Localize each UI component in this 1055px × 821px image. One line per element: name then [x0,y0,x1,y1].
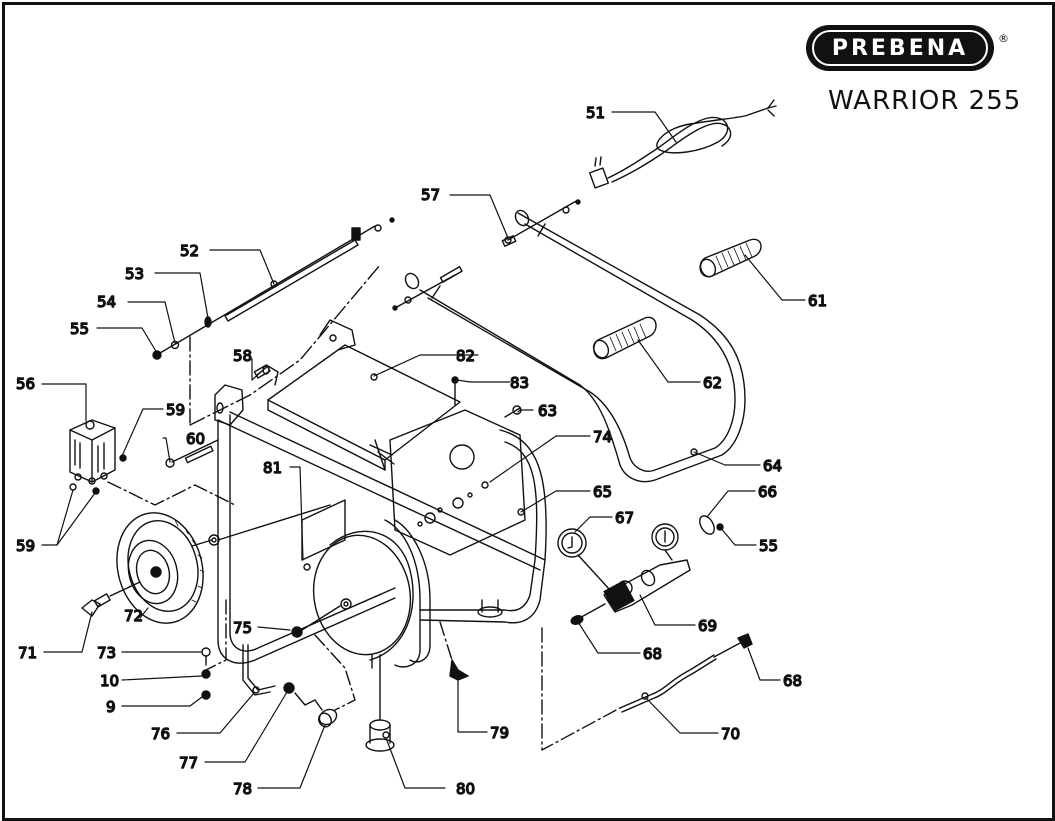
part-label-72: 72 [124,607,143,625]
part-label-71: 71 [18,644,37,662]
model-title: WARRIOR 255 [828,86,1022,116]
part-label-76: 76 [151,725,170,743]
part-label-52: 52 [180,242,199,260]
pressure-switch-drawing [70,420,235,505]
part-label-60: 60 [186,430,205,448]
part-label-78: 78 [233,780,252,798]
compressor-body-drawing [215,320,546,668]
logo-pill: PREBENA [806,25,994,71]
regulator-drawing [542,513,752,750]
brand-name: PREBENA [831,35,969,61]
registered-mark: ® [998,32,1009,45]
drain-parts-drawing [243,606,468,751]
part-label-75: 75 [233,619,252,637]
wheel-drawing [82,503,219,633]
part-label-54: 54 [97,293,116,311]
part-label-59-top: 59 [166,401,185,419]
part-label-61: 61 [808,292,827,310]
grips-drawing [591,239,761,360]
part-label-80: 80 [456,780,475,798]
part-label-64: 64 [763,457,782,475]
part-label-58: 58 [233,347,252,365]
part-label-56: 56 [16,375,35,393]
part-label-65: 65 [593,483,612,501]
part-label-9: 9 [106,698,116,716]
fasteners-drawing [202,600,226,699]
part-label-59-bottom: 59 [16,537,35,555]
part-label-63: 63 [538,402,557,420]
rod-assembly-drawing [153,218,394,425]
part-label-74: 74 [593,428,612,446]
handle-frame-drawing [393,200,745,482]
part-label-67: 67 [615,509,634,527]
part-label-77: 77 [179,754,198,772]
part-label-57: 57 [421,186,440,204]
part-label-51: 51 [586,104,605,122]
part-label-10: 10 [100,672,119,690]
part-label-55: 55 [70,320,89,338]
small-parts-drawing [166,236,521,467]
part-label-81: 81 [263,459,282,477]
part-label-62: 62 [703,374,722,392]
brand-logo: PREBENA [806,25,996,73]
part-label-82: 82 [456,347,475,365]
part-label-66: 66 [758,483,777,501]
part-label-53: 53 [125,265,144,283]
part-label-55-right: 55 [759,537,778,555]
part-label-79: 79 [490,724,509,742]
part-label-68-right: 68 [783,672,802,690]
part-label-69: 69 [698,617,717,635]
part-label-70: 70 [721,725,740,743]
leader-lines [42,112,805,788]
part-label-83: 83 [510,374,529,392]
part-label-73: 73 [97,644,116,662]
part-label-68-left: 68 [643,645,662,663]
logo-inner-border: PREBENA [812,30,988,66]
power-cord-drawing [590,100,776,188]
part-labels: 51 52 53 54 55 56 57 58 59 60 59 61 62 6… [15,103,827,798]
